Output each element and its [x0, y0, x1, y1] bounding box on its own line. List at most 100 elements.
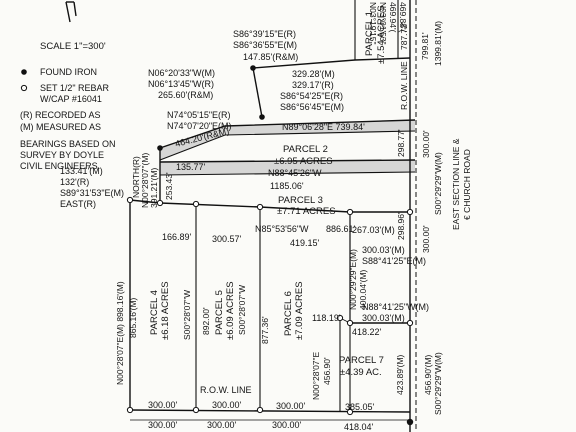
- distance-label: 419.15': [290, 238, 320, 248]
- distance-label: 877.36': [260, 316, 270, 344]
- distance-label: 300.00': [272, 420, 302, 430]
- distance-label: 469.88'(: [398, 2, 408, 33]
- set-rebar-icon: [256, 406, 264, 414]
- found-iron-icon: [21, 69, 27, 75]
- distance-label: 300.00': [148, 400, 178, 410]
- church-road-label: € CHURCH ROAD: [462, 149, 472, 220]
- bearing-label: NORTH(R): [131, 156, 141, 198]
- parcel-2-name: PARCEL 2: [283, 144, 328, 155]
- set-rebar-icon: [126, 196, 134, 204]
- parcel-2-area: ±6.95 ACRES: [274, 156, 333, 167]
- bearing-label: N00°29'29"E(M): [348, 249, 358, 310]
- distance-label: 391.21'(M): [149, 167, 159, 208]
- bearing-label: S86°56'45"E(M): [280, 102, 344, 112]
- parcel-3-name: PARCEL 3: [278, 195, 323, 206]
- distance-label: 400.04'(M): [358, 269, 368, 310]
- bearing-label: N74°05'15"E(R): [167, 110, 231, 120]
- bearing-label: S00°28'07"W: [237, 285, 247, 335]
- easement-inner-line: [159, 130, 416, 161]
- distance-label: 300.00': [421, 225, 431, 253]
- distance-label: 133.41'(M): [60, 166, 103, 176]
- bearing-label: EAST(R): [60, 199, 96, 209]
- bearing-label: N89°06'28"E 739.84': [282, 122, 365, 132]
- south-row-line: [129, 409, 411, 413]
- distance-label: 300.00': [276, 401, 306, 411]
- set-rebar-cap-label: W/CAP #16041: [40, 94, 102, 104]
- road-easement-upper: [160, 120, 415, 160]
- distance-label: 267.03'(M): [352, 225, 395, 235]
- set-rebar-icon: [346, 208, 354, 216]
- distance-label: 456.90'(M): [423, 354, 433, 395]
- road-easement-lower: [160, 160, 415, 175]
- scale-label: SCALE 1"=300': [40, 41, 106, 52]
- parcel-6-area: ±7.09 ACRES: [294, 281, 305, 340]
- row-line-label: R.O.W. LINE: [399, 61, 409, 110]
- found-iron-label: FOUND IRON: [40, 67, 97, 77]
- bearing-label: N00°28'07"E: [311, 351, 321, 400]
- set-rebar-icon: [192, 406, 200, 414]
- distance-label: 300.00': [212, 400, 242, 410]
- east-section-line-label: EAST SECTION LINE &: [451, 138, 461, 230]
- distance-label: 1399.81'(M): [433, 21, 443, 66]
- parcel-3-south-line: [129, 199, 410, 213]
- distance-label: 329.28'(M): [292, 69, 335, 79]
- parcel-5-name: PARCEL 5: [214, 290, 225, 335]
- distance-label: 329.17'(R): [292, 80, 334, 90]
- distance-label: 300.03'(M): [362, 313, 405, 323]
- distance-label: 886.61': [326, 224, 356, 234]
- parcel-3-area: ±7.71 ACRES: [277, 206, 336, 217]
- distance-label: 418.22': [352, 327, 382, 337]
- bearing-label: S00°28'07"W: [182, 290, 192, 340]
- distance-label: 118.19': [312, 313, 341, 323]
- bearings-note-2: SURVEY BY DOYLE: [20, 150, 104, 160]
- distance-label: 135.77': [176, 162, 206, 172]
- bearings-note-1: BEARINGS BASED ON: [20, 139, 116, 149]
- set-rebar-label: SET 1/2" REBAR: [40, 83, 110, 93]
- distance-label: 865.16'(M): [128, 297, 138, 338]
- found-iron-icon: [250, 65, 256, 71]
- distance-label: 1185.06': [270, 181, 304, 191]
- bearing-label: N85°53'56"W: [255, 224, 309, 234]
- bearing-label: N88°41'25"W(M): [362, 302, 429, 312]
- distance-label: 253.43': [164, 172, 174, 200]
- measured-note: (M) MEASURED AS: [20, 122, 101, 132]
- distance-label: 265.60'(R&M): [158, 90, 213, 100]
- bearing-label: N03°01'53": [378, 2, 388, 45]
- distance-label: 385.05': [345, 402, 375, 412]
- found-iron-icon: [259, 114, 265, 120]
- bearing-label: S89°31'53"E(M): [60, 188, 124, 198]
- set-rebar-icon: [346, 408, 354, 416]
- distance-label: 469.94'(: [388, 2, 398, 33]
- bearing-label: S00°29'29"W(M): [433, 152, 443, 215]
- set-rebar-icon: [406, 208, 414, 216]
- parcel-3-north-line: [159, 171, 416, 176]
- row-line-label: R.O.W. LINE: [200, 385, 252, 395]
- distance-label: 300.03'(M): [362, 245, 405, 255]
- distance-label: 799.81': [420, 32, 430, 60]
- bearing-label: S88°41'25"E(M): [362, 256, 426, 266]
- distance-label: 456.90': [322, 357, 332, 385]
- distance-label: 300.00': [207, 420, 237, 430]
- distance-label: 423.89'(M): [395, 354, 405, 395]
- parcel-1-area: ±7.54 ACRES: [376, 5, 387, 64]
- bearing-label: N88°45'26"W: [268, 168, 322, 178]
- monuments: [126, 65, 414, 426]
- distance-label: 892.00': [201, 307, 211, 335]
- distance-label: 298.77': [396, 129, 406, 157]
- bearing-label: S86°54'25"E(R): [280, 91, 343, 101]
- distance-label: 300.00': [148, 420, 178, 430]
- bearing-label: S86°39'15"E(R): [233, 29, 296, 39]
- north-arrow-icon: [65, 1, 77, 23]
- parcel-1-west-line: [252, 67, 263, 118]
- found-iron-icon: [157, 145, 163, 151]
- parcel-5-area: ±6.09 ACRES: [225, 281, 236, 340]
- distance-label: 300.57': [212, 234, 242, 244]
- set-rebar-icon: [406, 319, 414, 327]
- set-rebar-icon: [20, 84, 28, 92]
- distance-label: 300.00': [421, 130, 431, 158]
- parcel-6-name: PARCEL 6: [283, 291, 294, 336]
- distance-label: 787.72': [399, 22, 409, 50]
- set-rebar-icon: [156, 199, 164, 207]
- bearing-label: N00°28'07"(M): [140, 153, 150, 208]
